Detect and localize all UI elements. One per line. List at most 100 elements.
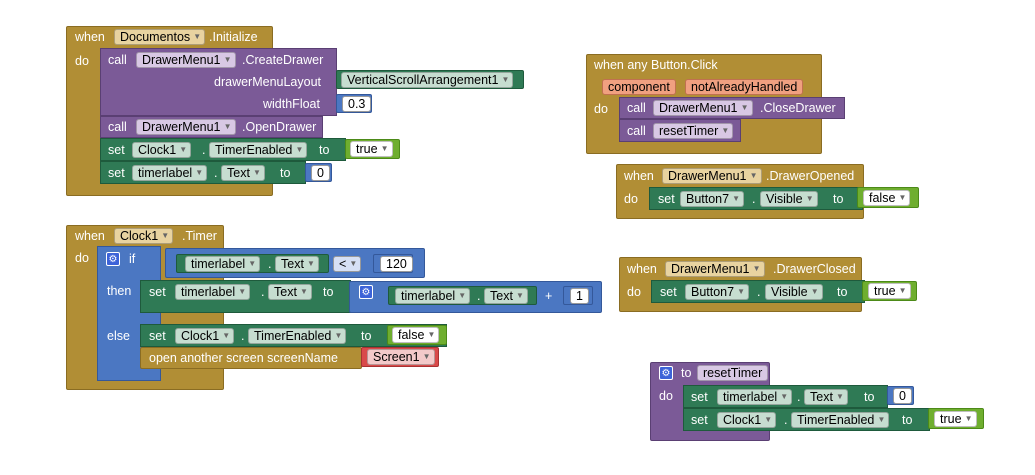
component-dropdown[interactable]: timerlabel▼: [185, 256, 261, 272]
do-label: do: [659, 389, 673, 403]
component-dropdown[interactable]: timerlabel▼: [175, 284, 251, 300]
then-label: then: [107, 284, 132, 298]
property-dropdown[interactable]: Text▼: [484, 288, 528, 304]
procedure-name-field[interactable]: resetTimer: [697, 365, 769, 381]
component-dropdown[interactable]: DrawerMenu1▼: [665, 261, 765, 277]
number-input[interactable]: 0: [893, 388, 912, 404]
property-dropdown[interactable]: TimerEnabled▼: [209, 142, 308, 158]
property-dropdown[interactable]: Visible▼: [765, 284, 823, 300]
component-dropdown[interactable]: Clock1▼: [114, 228, 174, 244]
procedure-dropdown[interactable]: resetTimer▼: [653, 123, 734, 139]
component-dropdown[interactable]: Clock1▼: [717, 412, 777, 428]
dropdown-arrow-icon: ▼: [238, 287, 247, 296]
layout-dropdown[interactable]: VerticalScrollArrangement1▼: [341, 72, 514, 88]
set-label: set: [691, 413, 708, 427]
width-number-input[interactable]: 0.3: [342, 96, 372, 112]
gear-icon[interactable]: ⚙: [659, 366, 673, 380]
gear-icon[interactable]: ⚙: [359, 285, 373, 299]
boolean-dropdown[interactable]: true▼: [934, 411, 977, 427]
set-clock-timer-enabled-else[interactable]: set Clock1▼ . TimerEnabled▼ to: [140, 324, 447, 347]
compare-operator-dropdown[interactable]: <▼: [333, 256, 362, 272]
call-open-drawer[interactable]: call DrawerMenu1▼ .OpenDrawer: [100, 116, 323, 138]
open-screen-label: open another screen screenName: [149, 351, 339, 365]
call-reset-timer[interactable]: call resetTimer▼: [619, 119, 741, 142]
dropdown-arrow-icon: ▼: [427, 330, 436, 339]
set-button7-visible[interactable]: set Button7▼ . Visible▼ to: [651, 280, 865, 303]
component-dropdown[interactable]: timerlabel▼: [395, 288, 471, 304]
number-zero-block[interactable]: 0: [887, 386, 914, 405]
set-timerlabel-text[interactable]: set timerlabel▼ . Text▼ to: [100, 161, 306, 184]
boolean-true-block[interactable]: true▼: [862, 281, 917, 301]
dropdown-arrow-icon: ▼: [877, 415, 886, 424]
to-label: to: [280, 166, 291, 180]
boolean-dropdown[interactable]: false▼: [392, 327, 440, 343]
boolean-false-block[interactable]: false▼: [857, 187, 919, 208]
call-create-drawer[interactable]: call DrawerMenu1▼ .CreateDrawer drawerMe…: [100, 48, 337, 116]
number-zero-block[interactable]: 0: [305, 163, 332, 182]
property-dropdown[interactable]: Visible▼: [760, 191, 818, 207]
gear-icon[interactable]: ⚙: [106, 252, 120, 266]
dot-separator: .: [202, 143, 206, 157]
property-dropdown[interactable]: TimerEnabled▼: [791, 412, 890, 428]
call-label: call: [108, 120, 127, 134]
number-120-block[interactable]: 120: [373, 254, 413, 273]
set-label: set: [149, 285, 166, 299]
dropdown-arrow-icon: ▼: [898, 286, 907, 295]
component-dropdown[interactable]: Documentos▼: [114, 29, 206, 45]
set-clock-timer-enabled[interactable]: set Clock1▼ . TimerEnabled▼ to: [683, 408, 930, 431]
do-label: do: [624, 192, 638, 206]
dropdown-arrow-icon: ▼: [248, 259, 257, 268]
component-dropdown[interactable]: Button7▼: [680, 191, 745, 207]
component-dropdown[interactable]: timerlabel▼: [717, 389, 793, 405]
property-dropdown[interactable]: Text▼: [275, 256, 319, 272]
set-clock-timer-enabled[interactable]: set Clock1▼ . TimerEnabled▼ to: [100, 138, 346, 161]
component-dropdown[interactable]: Clock1▼: [132, 142, 192, 158]
do-label: do: [594, 102, 608, 116]
dropdown-arrow-icon: ▼: [300, 287, 308, 296]
boolean-dropdown[interactable]: false▼: [863, 190, 911, 206]
component-dropdown[interactable]: Button7▼: [685, 284, 750, 300]
layout-value-block[interactable]: VerticalScrollArrangement1▼: [336, 70, 524, 89]
set-button7-visible[interactable]: set Button7▼ . Visible▼ to: [649, 187, 863, 210]
dot-separator: .: [477, 289, 481, 303]
width-number-block[interactable]: 0.3: [336, 94, 372, 113]
to-label: to: [902, 413, 913, 427]
boolean-false-block[interactable]: false▼: [387, 325, 447, 345]
boolean-dropdown[interactable]: true▼: [868, 283, 911, 299]
property-dropdown[interactable]: Text▼: [804, 389, 848, 405]
boolean-true-block[interactable]: true▼: [345, 139, 400, 159]
screen-dropdown[interactable]: Screen1▼: [367, 349, 435, 365]
component-dropdown[interactable]: timerlabel▼: [132, 165, 208, 181]
event-name: .Timer: [182, 229, 217, 243]
property-dropdown[interactable]: Text▼: [268, 284, 312, 300]
open-another-screen-block[interactable]: open another screen screenName: [140, 347, 362, 369]
number-input[interactable]: 120: [380, 256, 413, 272]
method-name: .OpenDrawer: [242, 120, 317, 134]
component-dropdown[interactable]: Clock1▼: [175, 328, 235, 344]
number-one-block[interactable]: 1: [563, 286, 593, 305]
get-timerlabel-text-add[interactable]: timerlabel▼ . Text▼: [388, 286, 537, 305]
method-name: .CloseDrawer: [760, 101, 836, 115]
number-input[interactable]: 1: [570, 288, 589, 304]
boolean-true-block[interactable]: true▼: [928, 408, 984, 429]
set-timerlabel-text-then[interactable]: set timerlabel▼ . Text▼ to: [140, 280, 351, 313]
dropdown-arrow-icon: ▼: [740, 103, 749, 112]
get-timerlabel-text[interactable]: timerlabel▼ . Text▼: [176, 254, 329, 273]
to-label: to: [833, 192, 844, 206]
property-dropdown[interactable]: TimerEnabled▼: [248, 328, 347, 344]
call-close-drawer[interactable]: call DrawerMenu1▼ .CloseDrawer: [619, 97, 845, 119]
param-not-already-handled[interactable]: notAlreadyHandled: [685, 79, 804, 95]
param-component[interactable]: component: [602, 79, 676, 95]
drawer-component-dropdown[interactable]: DrawerMenu1▼: [136, 52, 236, 68]
drawer-component-dropdown[interactable]: DrawerMenu1▼: [136, 119, 236, 135]
screen-name-block[interactable]: Screen1▼: [361, 347, 439, 367]
property-dropdown[interactable]: Text▼: [221, 165, 265, 181]
boolean-dropdown[interactable]: true▼: [350, 141, 393, 157]
else-label: else: [107, 329, 130, 343]
component-dropdown[interactable]: DrawerMenu1▼: [662, 168, 762, 184]
set-timerlabel-text[interactable]: set timerlabel▼ . Text▼ to: [683, 385, 888, 408]
do-label: do: [75, 54, 89, 68]
drawer-component-dropdown[interactable]: DrawerMenu1▼: [653, 100, 753, 116]
number-input[interactable]: 0: [311, 165, 330, 181]
to-label: to: [319, 143, 330, 157]
